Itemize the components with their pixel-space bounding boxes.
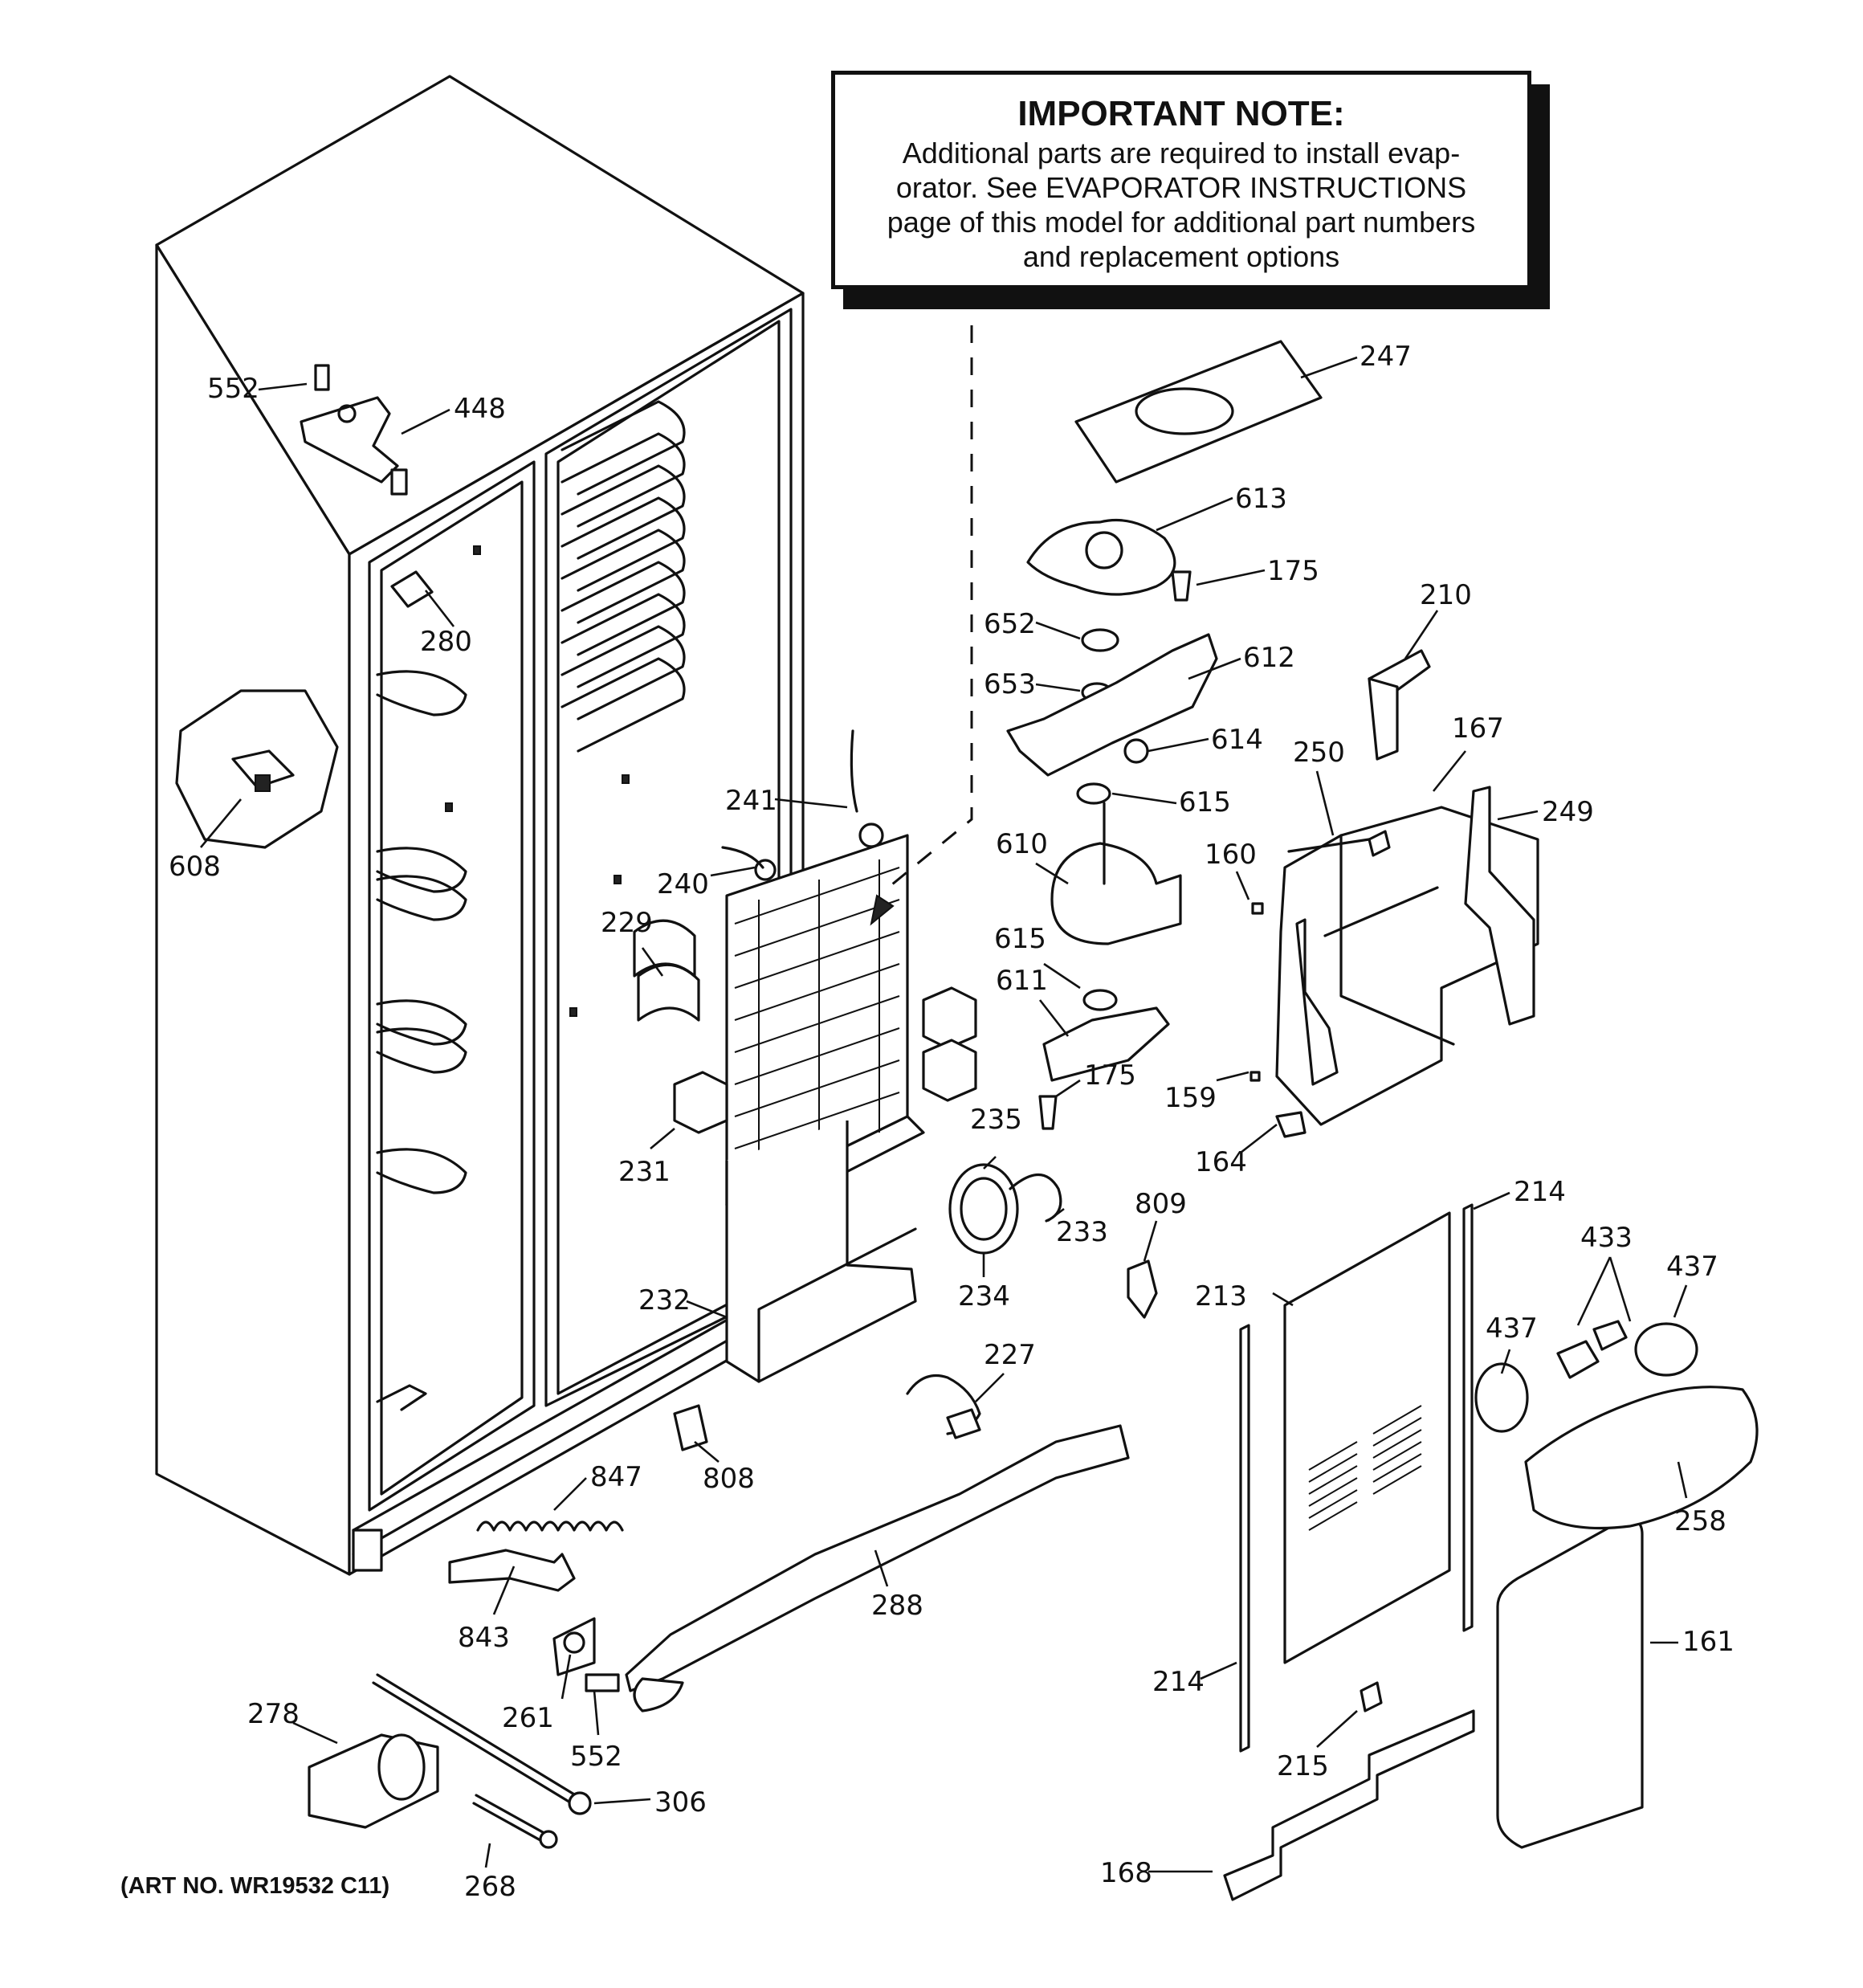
part-280-socket [390,570,434,608]
light-assembly [1474,1320,1759,1530]
dashed-guide-line [883,325,973,893]
callout-231: 231 [618,1156,671,1188]
note-line-3: page of this model for additional part n… [887,206,1476,239]
callout-615: 615 [1179,786,1231,818]
callout-214: 214 [1152,1666,1205,1698]
callout-437: 437 [1666,1251,1718,1283]
callout-235: 235 [970,1104,1022,1136]
note-line-2: orator. See EVAPORATOR INSTRUCTIONS [895,171,1467,204]
callout-215: 215 [1277,1750,1329,1782]
callout-213: 213 [1195,1280,1247,1312]
callout-160: 160 [1205,839,1257,871]
callout-175: 175 [1267,555,1319,587]
callout-552: 552 [570,1741,622,1773]
callout-241: 241 [725,785,777,817]
fan-assembly [1006,340,1323,1130]
important-note-box: IMPORTANT NOTE: Additional parts are req… [831,71,1531,289]
callout-214: 214 [1514,1176,1566,1208]
callout-268: 268 [464,1871,516,1903]
part-809-thermistor [1127,1259,1158,1319]
callout-210: 210 [1420,579,1472,611]
callout-653: 653 [984,668,1036,700]
callout-240: 240 [657,868,709,900]
callout-809: 809 [1135,1188,1187,1220]
callout-227: 227 [984,1339,1036,1371]
callout-258: 258 [1674,1505,1726,1537]
callout-280: 280 [420,626,472,658]
callout-249: 249 [1542,796,1594,828]
part-608-switch [175,689,339,849]
callout-233: 233 [1056,1216,1108,1248]
callout-614: 614 [1211,724,1263,756]
duct-assembly [1249,649,1539,1138]
callout-615: 615 [994,923,1046,955]
top-hinge-parts [300,364,408,496]
callout-261: 261 [502,1702,554,1734]
callout-161: 161 [1682,1626,1735,1658]
callout-437: 437 [1486,1312,1538,1345]
roller-and-rods [308,1673,592,1849]
callout-433: 433 [1580,1222,1633,1254]
leader-lines [200,356,1688,1873]
callout-288: 288 [871,1590,923,1622]
part-235-234-233 [948,1163,1062,1255]
callout-552: 552 [207,373,259,405]
callout-306: 306 [654,1786,707,1819]
callout-labels: 552 448 280 608 247 613 175 652 612 653 … [169,341,1735,1903]
callout-847: 847 [590,1461,642,1493]
note-line-1: Additional parts are required to install… [902,137,1461,169]
cabinet-drawing [155,75,805,1576]
callout-234: 234 [958,1280,1010,1312]
callout-652: 652 [984,608,1036,640]
callout-843: 843 [458,1622,510,1654]
callout-175: 175 [1084,1059,1136,1092]
callout-610: 610 [996,828,1048,860]
callout-612: 612 [1243,642,1295,674]
callout-168: 168 [1100,1857,1152,1889]
insulator-blocks [633,919,977,1134]
callout-247: 247 [1360,341,1412,373]
callout-250: 250 [1293,737,1345,769]
callout-808: 808 [703,1463,755,1495]
note-line-4: and replacement options [1022,240,1340,273]
arrow-icon [870,894,895,926]
art-number: (ART NO. WR19532 C11) [120,1873,390,1899]
callout-164: 164 [1195,1146,1247,1178]
callout-278: 278 [247,1698,300,1730]
callout-232: 232 [638,1284,691,1316]
evaporator-assembly [721,729,925,1383]
callout-613: 613 [1235,483,1287,515]
callout-167: 167 [1452,712,1504,745]
note-title: IMPORTANT NOTE: [1017,94,1345,133]
callout-608: 608 [169,851,221,883]
callout-159: 159 [1164,1082,1217,1114]
callout-611: 611 [996,965,1048,997]
callout-448: 448 [454,393,506,425]
rear-panel-group [1223,1203,1644,1901]
callout-229: 229 [601,907,653,939]
